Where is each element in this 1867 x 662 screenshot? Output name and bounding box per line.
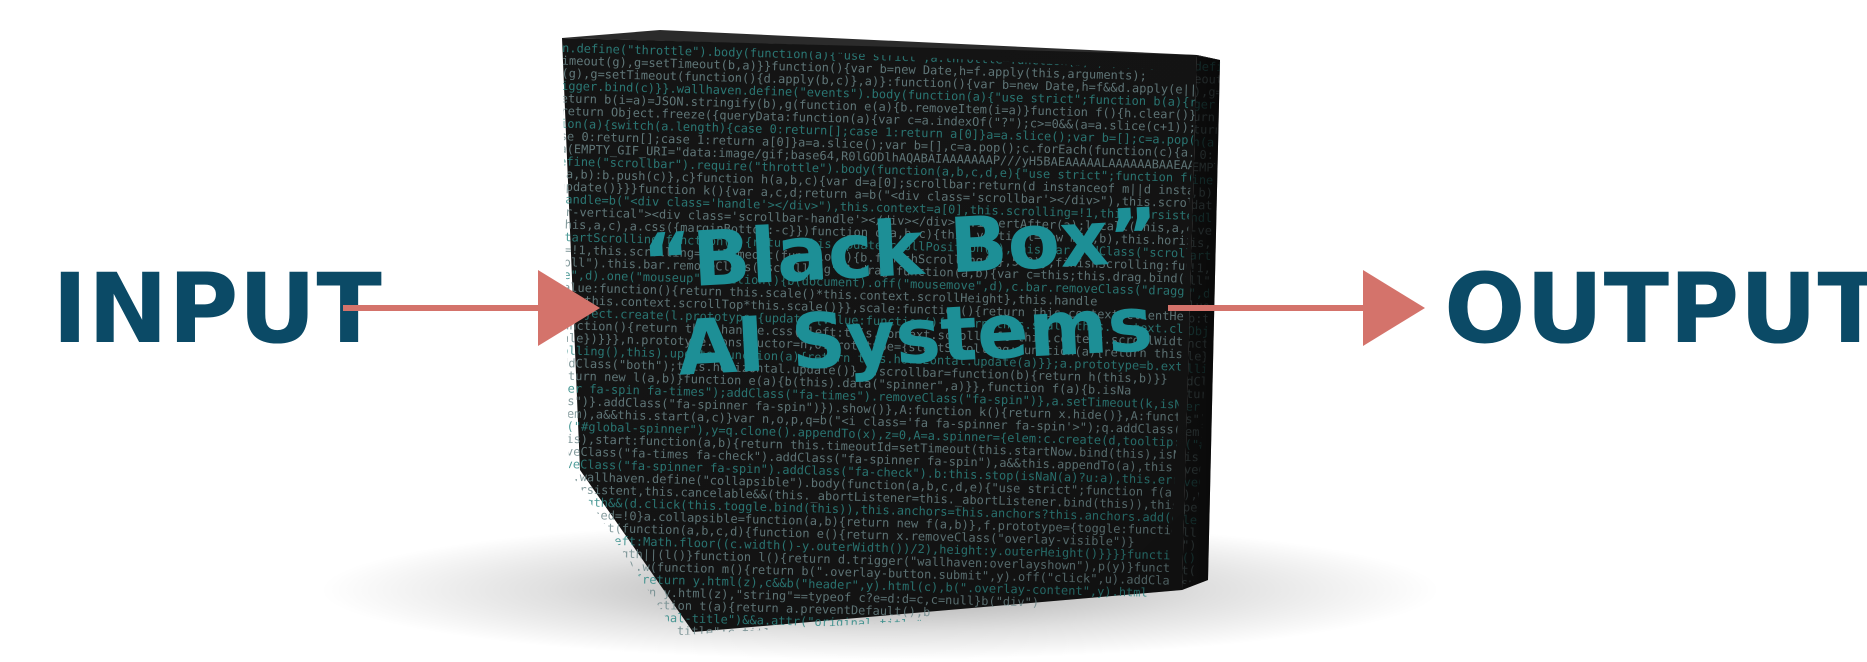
code-line: update()}}}function k(){var a,c,d;return… [1176,198,1848,230]
code-line: ion(a){switch(a.length){case 0:return[];… [1178,135,1867,167]
code-line: moveClass("fa-spinner fa-spin").addClass… [1169,475,1812,506]
code-line: nner fa-spin fa-times");addClass("fa-tim… [1171,399,1865,431]
code-line: eturn b(i=a)=JSON.stringify(b),g(functio… [1179,109,1867,142]
box-front-shade [562,38,1197,632]
code-line: n.define("throttle").body(function(a){"u… [1180,59,1859,91]
input-arrow-head [538,270,600,346]
code-line: igger.bind(c)}}.wallhaven.define("events… [1179,97,1865,129]
code-line: (g),g=setTimeout(function(){d.apply(b,c)… [1179,84,1865,116]
code-line: moveClass("fa-times fa-check").addClass(… [1169,462,1835,493]
code-line: ar-vertical"><div class='scrollbar-handl… [1176,223,1867,256]
code-line: ans")}.addClass("fa-spinner fa-spin")}).… [1171,412,1867,445]
code-line: a(EMPTY_GIF_URI="data:image/gif;base64,R… [1177,160,1821,191]
output-arrow [1168,270,1425,346]
code-line: d.length&&(d.click(this.toggle.bind(this… [1168,512,1826,543]
code-line: elem),a&&this.start(a,c)}var n,o,p,q=b("… [1170,424,1799,454]
code-line: addClass("both");this.horizontal.update(… [1172,374,1786,404]
box-top-edge [562,30,1220,60]
code-line: efine("scrollbar").require("throttle").b… [1177,172,1867,205]
code-line: imeout(g),g=setTimeout(b,a)}}function(){… [1180,72,1765,101]
code-line: rolling(),this).update(function(a){retur… [1172,361,1822,392]
code-line: return Object.freeze({queryData:function… [1178,122,1867,154]
code-line: handle=b("<div class='handle'></div>"),t… [1176,210,1867,244]
code-line: =b("#global-spinner"),y=q.clone().append… [1170,437,1849,469]
box-side-shade [1182,55,1220,590]
code-line: return new l(a,b)}function e(a){b(this).… [1171,386,1749,415]
output-arrow-head [1363,270,1425,346]
code-line: this),start:function(a,b){return this.ti… [1170,449,1856,481]
input-arrow [343,270,600,346]
code-line: se 0:return[];case 1:return a[0]}a=a.sli… [1178,147,1821,178]
code-line: (a,b):b.push(c)},c}function h(a,b,c){var… [1177,185,1867,218]
input-label: INPUT [52,253,382,365]
output-label: OUTPUT [1444,253,1867,365]
code-line: e}),wallhaven.define("collapsible").body… [1169,487,1848,519]
code-line: c.persistent,this.cancelable&&(this._abo… [1168,500,1847,532]
box-title-group: “Black Box” AI Systems [640,191,1160,393]
code-line: disable:function(){this.enabled=!1} [1164,651,1417,662]
